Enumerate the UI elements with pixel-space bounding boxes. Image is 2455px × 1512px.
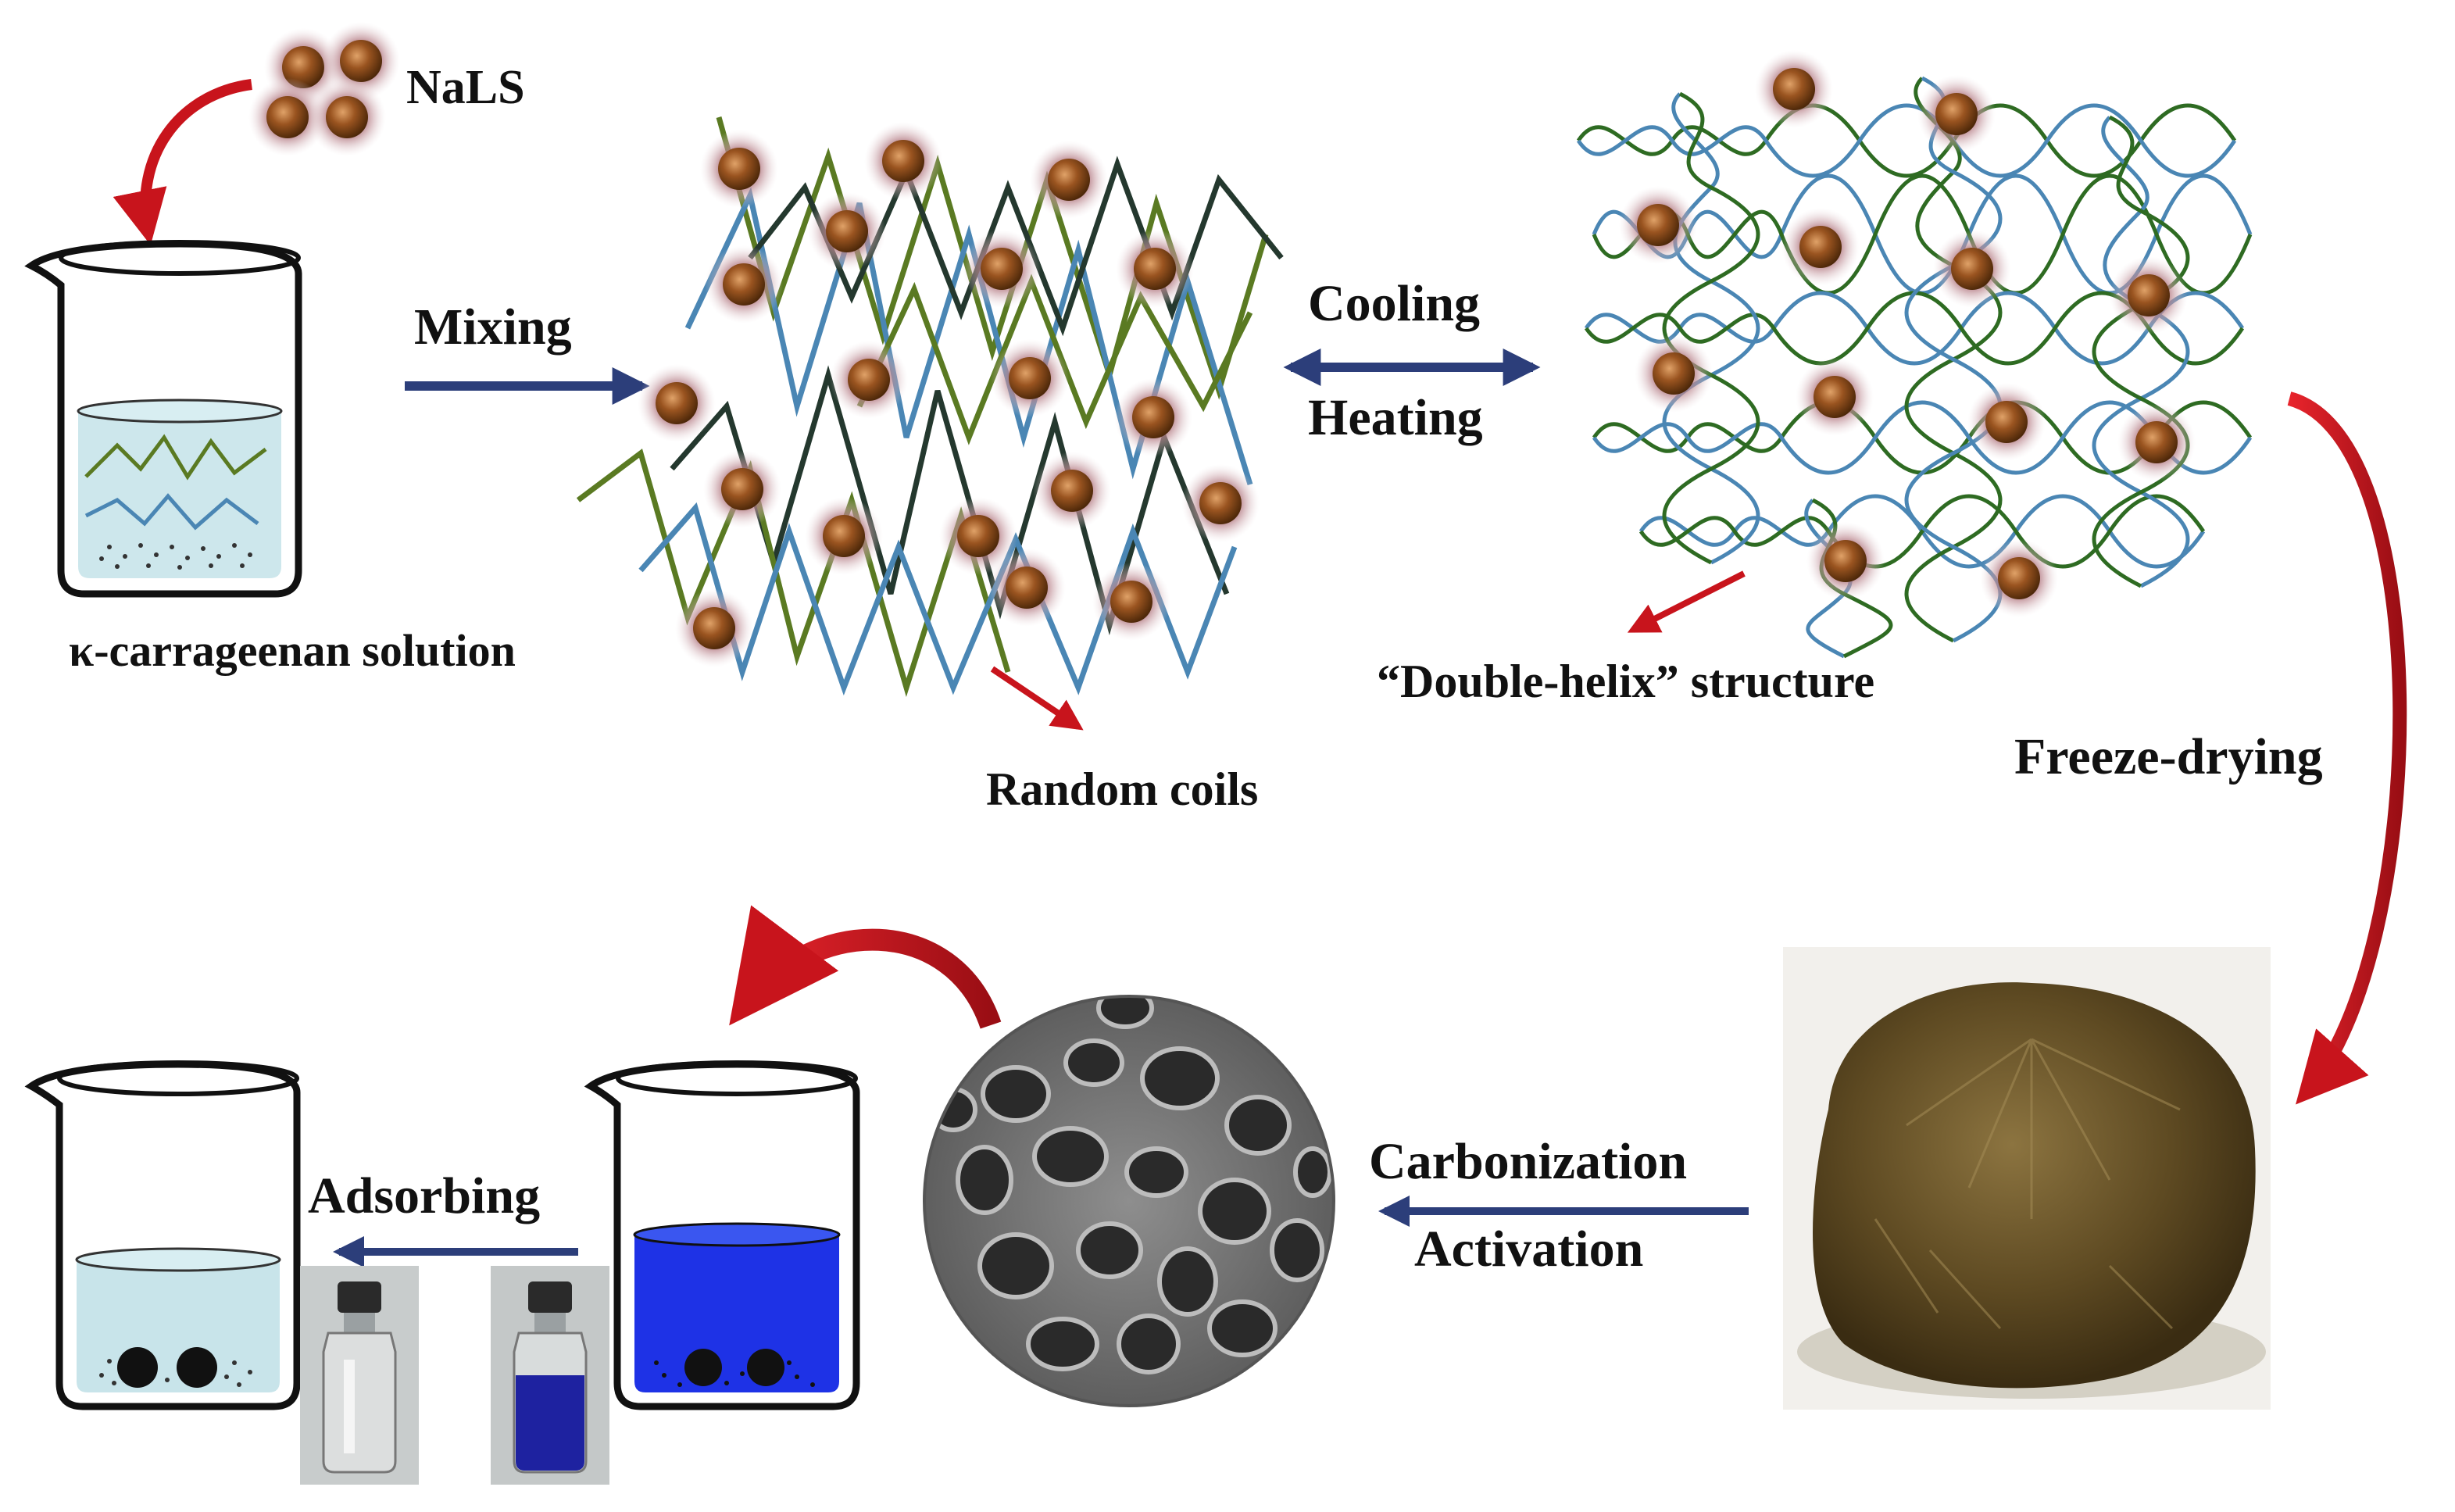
nals-label: NaLS	[406, 61, 525, 114]
solution-label: κ-carrageenan solution	[69, 625, 516, 676]
clean-beaker-icon	[24, 1060, 301, 1410]
aerogel-photo	[1783, 947, 2271, 1410]
nals-add-arrow	[113, 79, 252, 245]
dye-beaker-icon	[584, 1060, 860, 1410]
mixing-label: Mixing	[414, 298, 572, 356]
sem-micrograph	[923, 995, 1335, 1407]
heating-label: Heating	[1308, 389, 1483, 446]
adsorbing-label: Adsorbing	[308, 1167, 540, 1224]
carbon-bead	[117, 1347, 158, 1388]
beaker-icon	[24, 240, 302, 598]
vial-photo-clear	[300, 1266, 419, 1485]
double-helix-pointer	[1627, 570, 1746, 633]
random-coils-pointer	[990, 666, 1084, 731]
cooling-label: Cooling	[1308, 275, 1480, 332]
carbon-bead	[747, 1349, 784, 1386]
freeze-drying-arrow	[2287, 391, 2407, 1105]
sem-to-beaker-arrow	[729, 905, 1002, 1029]
carbonization-label: Carbonization	[1369, 1133, 1687, 1190]
random-coils-label: Random coils	[986, 763, 1258, 815]
carbon-bead	[177, 1347, 217, 1388]
freeze-drying-label: Freeze-drying	[2014, 728, 2323, 785]
nals-particles	[248, 22, 400, 156]
double-helix-label: “Double-helix” structure	[1377, 656, 1874, 707]
activation-label: Activation	[1414, 1221, 1643, 1278]
carbon-bead	[684, 1349, 722, 1386]
vial-photo-blue	[491, 1266, 609, 1485]
